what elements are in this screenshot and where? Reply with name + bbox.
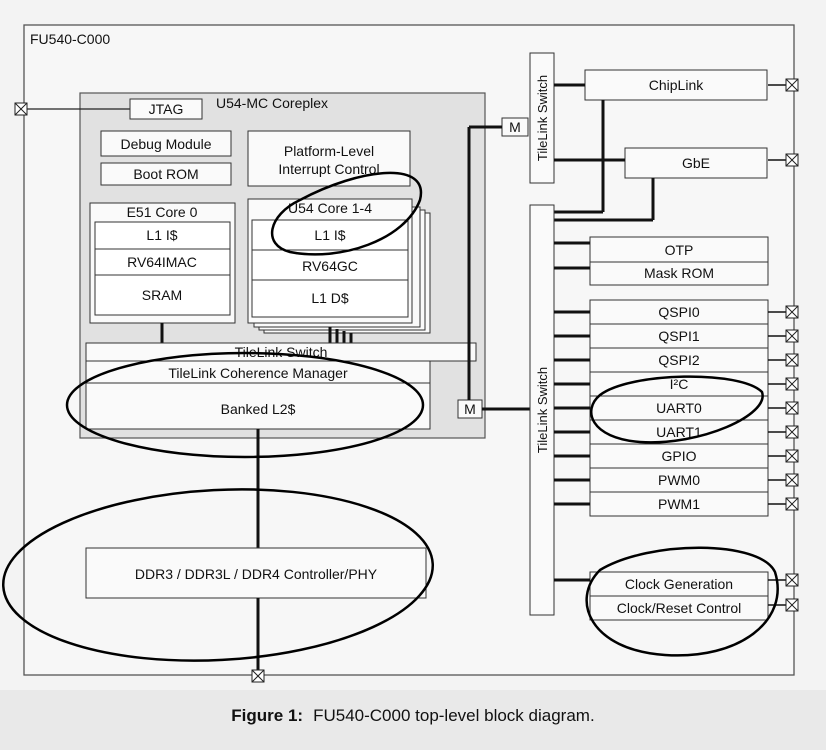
io-label-2: QSPI2 [658,352,699,368]
u54-core-title: U54 Core 1-4 [288,200,372,216]
io-label-1: QSPI1 [658,328,699,344]
port-icon-11 [785,573,799,587]
port-icon-10 [785,497,799,511]
e51-isa: RV64IMAC [127,254,197,270]
gbe-label: GbE [682,155,710,171]
port-icon-5 [785,377,799,391]
figure-caption-label: Figure 1: [231,706,304,725]
right-tilelink-switch-main [529,204,555,616]
banked-l2-label: Banked L2$ [221,401,296,417]
port-icon-1 [785,153,799,167]
annotation-circles [1,171,779,662]
ddr-controller-box [85,547,427,599]
port-icon-2 [785,305,799,319]
port-icon-6 [785,401,799,415]
l2-cache-box [85,360,431,430]
plic-label-line2: Interrupt Control [278,161,379,177]
otp-label: OTP [665,242,694,258]
mask-rom-box [589,261,769,286]
io-box-6 [589,443,769,469]
io-box-7 [589,467,769,493]
clock-generation-label: Clock Generation [625,576,733,592]
io-label-5: UART1 [656,424,702,440]
e51-core-title: E51 Core 0 [127,204,198,220]
chiplink-box [584,69,768,101]
coherence-manager-label: TileLink Coherence Manager [168,365,348,381]
annotation-circle-u54 [270,171,423,256]
plic-label-line1: Platform-Level [284,143,374,159]
plic-box [247,130,411,187]
port-icon-4 [785,353,799,367]
gbe-box [624,147,768,179]
u54-l1i: L1 I$ [314,227,345,243]
external-port-icons [768,78,799,612]
boot-rom-label: Boot ROM [133,166,198,182]
right-tilelink-switch-main-label: TileLink Switch [535,367,550,453]
debug-module-box [100,130,232,157]
annotation-circle-clock [585,546,779,657]
io-label-6: GPIO [661,448,696,464]
io-box-0 [589,299,769,325]
ddr-controller-label: DDR3 / DDR3L / DDR4 Controller/PHY [135,566,378,582]
io-label-0: QSPI0 [658,304,699,320]
u54-l1d: L1 D$ [311,290,349,306]
annotation-circle-ddr [1,488,435,662]
chip-name: FU540-C000 [30,31,110,47]
block-diagram: FU540-C000 U54-MC Coreplex JTAG Debug Mo… [1,24,799,683]
clock-reset-label: Clock/Reset Control [617,600,742,616]
chiplink-label: ChipLink [649,77,704,93]
right-tilelink-switch-top-label: TileLink Switch [535,75,550,161]
mask-rom-label: Mask ROM [644,265,714,281]
io-label-4: UART0 [656,400,702,416]
caption-area [0,690,826,750]
otp-box [589,236,769,263]
jtag-box [129,98,203,120]
port-icon-0 [785,78,799,92]
e51-sram: SRAM [142,287,182,303]
io-label-3: I²C [670,376,689,392]
io-box-8 [589,491,769,517]
jtag-port-icon [14,102,28,116]
port-icon-8 [785,449,799,463]
annotation-circle-l2 [65,351,425,459]
debug-module-label: Debug Module [120,136,211,152]
port-icon-3 [785,329,799,343]
port-icon-9 [785,473,799,487]
e51-l1i: L1 I$ [146,227,177,243]
figure-caption: Figure 1: FU540-C000 top-level block diag… [0,706,826,726]
coreplex-title: U54-MC Coreplex [216,95,328,111]
master-port-top-label: M [509,119,521,135]
right-tilelink-switch-top [529,52,555,184]
boot-rom-box [100,162,232,186]
clock-reset-box [589,595,769,621]
io-label-7: PWM0 [658,472,700,488]
port-icon-12 [785,598,799,612]
ddr-port-icon [251,669,265,683]
jtag-label: JTAG [149,101,184,117]
annotation-circle-uart [590,375,764,444]
u54-isa: RV64GC [302,258,358,274]
figure-caption-text: FU540-C000 top-level block diagram. [313,706,595,725]
io-label-8: PWM1 [658,496,700,512]
master-port-bottom-label: M [464,401,476,417]
port-icon-7 [785,425,799,439]
